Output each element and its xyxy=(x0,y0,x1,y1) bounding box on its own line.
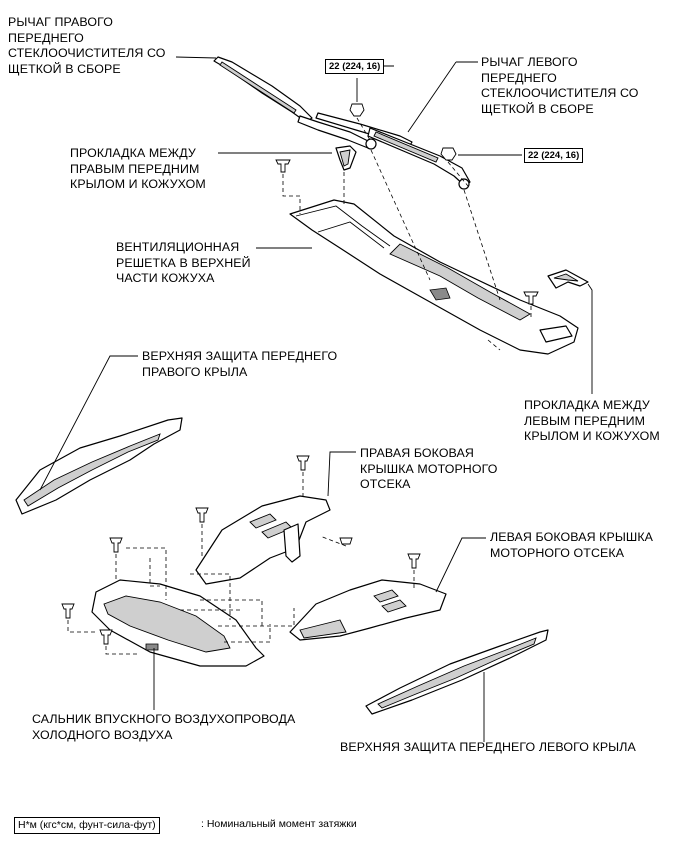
left-fender-protector-part xyxy=(365,629,549,715)
left-side-cover-part xyxy=(289,579,447,641)
right-seal-part xyxy=(335,145,357,171)
label-left-wiper-arm: РЫЧАГ ЛЕВОГО ПЕРЕДНЕГО СТЕКЛООЧИСТИТЕЛЯ … xyxy=(481,55,639,116)
bolt-under-cover-2 xyxy=(61,603,75,619)
label-left-side-cover: ЛЕВАЯ БОКОВАЯ КРЫШКА МОТОРНОГО ОТСЕКА xyxy=(490,530,654,560)
legend-unit-box: Н*м (кгс*см, фунт-сила-фут) xyxy=(14,817,160,834)
bolt-right-cover-left xyxy=(195,507,209,523)
bolt-left-cover xyxy=(407,553,421,569)
bolt-under-cover-1 xyxy=(109,537,123,553)
label-right-wiper-arm: РЫЧАГ ПРАВОГО ПЕРЕДНЕГО СТЕКЛООЧИСТИТЕЛЯ… xyxy=(8,15,166,76)
left-wiper-arm-part xyxy=(315,112,471,190)
label-right-side-cover: ПРАВАЯ БОКОВАЯ КРЫШКА МОТОРНОГО ОТСЕКА xyxy=(360,446,498,492)
label-right-seal: ПРОКЛАДКА МЕЖДУ ПРАВЫМ ПЕРЕДНИМ КРЫЛОМ И… xyxy=(70,146,206,192)
clip-right-cover-right xyxy=(339,537,353,545)
label-left-fender-protector: ВЕРХНЯЯ ЗАЩИТА ПЕРЕДНЕГО ЛЕВОГО КРЫЛА xyxy=(340,740,636,754)
bolt-right-cover-top xyxy=(296,455,310,471)
right-fender-protector-part xyxy=(15,417,183,515)
clip-cowl-right xyxy=(275,159,291,173)
label-cowl-louver: ВЕНТИЛЯЦИОННАЯ РЕШЕТКА В ВЕРХНЕЙ ЧАСТИ К… xyxy=(116,240,251,286)
label-right-fender-protector: ВЕРХНЯЯ ЗАЩИТА ПЕРЕДНЕГО ПРАВОГО КРЫЛА xyxy=(142,349,338,379)
engine-under-cover-part xyxy=(91,579,265,667)
label-left-seal: ПРОКЛАДКА МЕЖДУ ЛЕВЫМ ПЕРЕДНИМ КРЫЛОМ И … xyxy=(524,398,660,444)
torque-spec-nut-1: 22 (224, 16) xyxy=(325,59,385,74)
cowl-louver-part xyxy=(289,199,579,355)
right-wiper-arm-part xyxy=(213,56,377,150)
right-side-cover-part xyxy=(195,495,331,585)
clip-cowl-left xyxy=(523,291,539,305)
wiper-nut-right xyxy=(349,78,365,117)
bolt-under-cover-3 xyxy=(99,629,113,645)
left-seal-part xyxy=(547,269,589,289)
legend-description: : Номинальный момент затяжки xyxy=(201,818,357,830)
torque-spec-nut-2: 22 (224, 16) xyxy=(524,148,584,163)
wiper-nut-left xyxy=(440,147,457,161)
label-air-intake-seal: САЛЬНИК ВПУСКНОГО ВОЗДУХОПРОВОДА ХОЛОДНО… xyxy=(32,712,296,742)
